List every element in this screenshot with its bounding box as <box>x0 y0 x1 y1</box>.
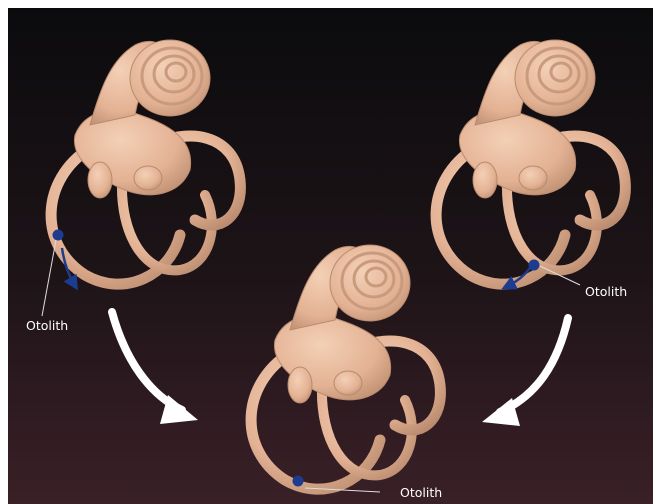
otolith-label-left: Otolith <box>26 318 68 333</box>
otolith-label-right: Otolith <box>585 284 627 299</box>
otolith-dot-right <box>529 260 540 271</box>
otolith-dot-bottom <box>293 476 304 487</box>
otolith-label-bottom: Otolith <box>400 485 442 500</box>
otolith-dot-left <box>53 230 64 241</box>
